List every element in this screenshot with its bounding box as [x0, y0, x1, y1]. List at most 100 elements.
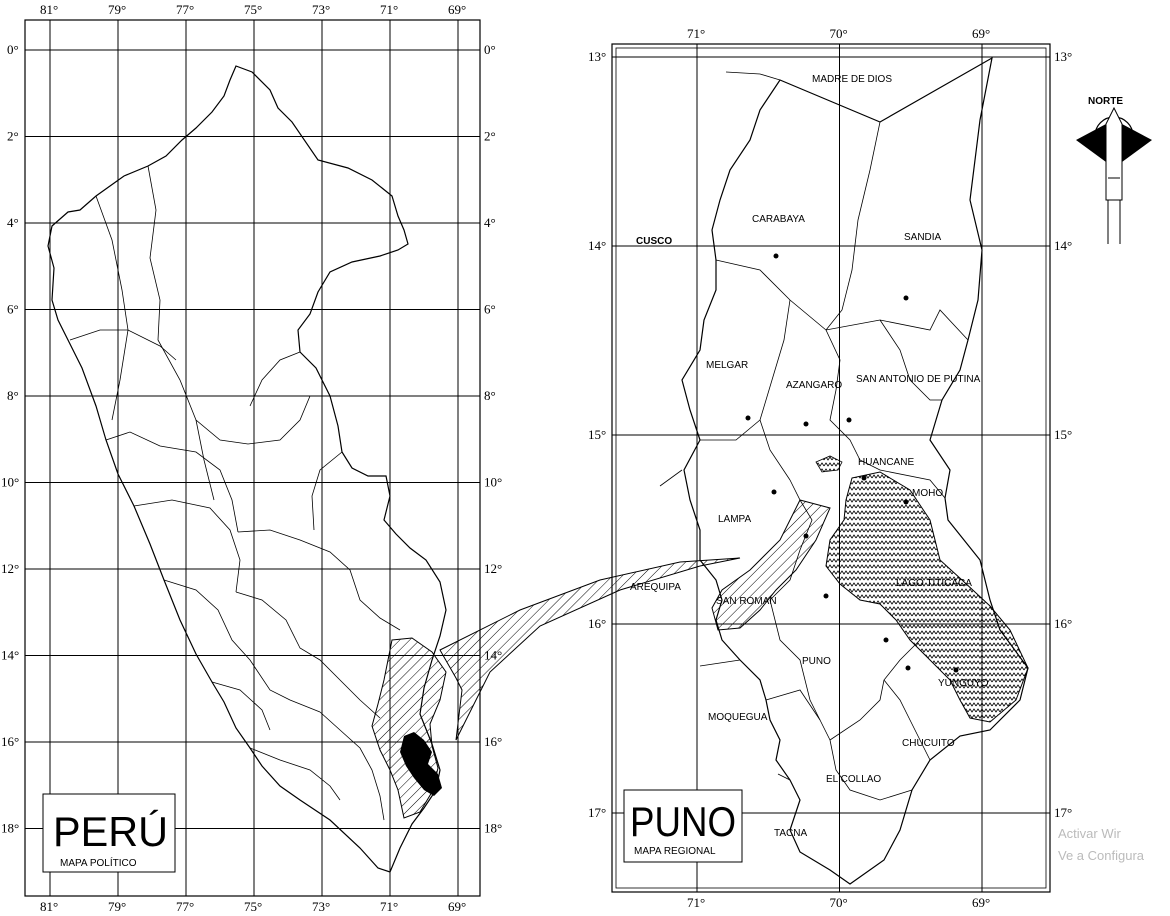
puno-neighbor-borders	[659, 71, 791, 781]
label-huancane: HUANCANE	[858, 457, 914, 468]
watermark-line-2: Ve a Configura	[1058, 848, 1145, 863]
longitude-label: 77°	[176, 2, 194, 17]
puno-capital-dots	[745, 253, 959, 673]
latitude-label: 6°	[484, 302, 496, 317]
puno-graticule	[612, 44, 1050, 892]
puno-map-inner-frame	[615, 47, 1047, 889]
peru-title: PERÚ	[53, 808, 168, 855]
latitude-label: 12°	[1, 561, 19, 576]
puno-latitude-labels-right: 13° 14° 15° 16° 17°	[1054, 49, 1072, 820]
latitude-label: 12°	[484, 561, 502, 576]
peru-map: 81° 79° 77° 75° 73° 71° 69° 81° 79° 77° 75° 73° 71°…	[1, 2, 502, 914]
north-arrow-label: NORTE	[1088, 96, 1123, 107]
longitude-label: 69°	[972, 26, 990, 41]
latitude-label: 2°	[7, 129, 19, 144]
peru-latitude-labels-left: 0°2°4°6°8°10°12°14°16°18°	[1, 42, 19, 836]
label-puno: PUNO	[802, 656, 831, 667]
longitude-label: 70°	[830, 26, 848, 41]
peru-title-box	[42, 793, 176, 873]
label-lago-titicaca: LAGO TITICACA	[896, 578, 972, 589]
latitude-label: 17°	[1054, 805, 1072, 820]
longitude-label: 77°	[176, 899, 194, 914]
label-lampa: LAMPA	[718, 514, 751, 525]
peru-country-outline	[47, 65, 447, 873]
latitude-label: 14°	[1054, 238, 1072, 253]
longitude-label: 70°	[830, 895, 848, 910]
latitude-label: 18°	[484, 821, 502, 836]
label-azangaro: AZANGARO	[786, 380, 842, 391]
longitude-label: 81°	[40, 2, 58, 17]
label-carabaya: CARABAYA	[752, 214, 805, 225]
label-san-roman: SAN ROMAN	[716, 596, 777, 607]
longitude-label: 69°	[448, 2, 466, 17]
latitude-label: 8°	[484, 388, 496, 403]
longitude-label: 71°	[380, 899, 398, 914]
peru-lake-titicaca	[400, 732, 442, 796]
latitude-label: 16°	[588, 616, 606, 631]
latitude-label: 16°	[1054, 616, 1072, 631]
puno-labels: MADRE DE DIOS CUSCO CARABAYA SANDIA MELG…	[630, 74, 989, 839]
latitude-label: 14°	[1, 648, 19, 663]
latitude-label: 15°	[588, 427, 606, 442]
puno-title: PUNO	[630, 798, 736, 845]
latitude-label: 15°	[1054, 427, 1072, 442]
longitude-label: 73°	[312, 899, 330, 914]
latitude-label: 13°	[588, 49, 606, 64]
latitude-label: 4°	[7, 215, 19, 230]
label-cusco: CUSCO	[636, 236, 672, 247]
latitude-label: 14°	[588, 238, 606, 253]
label-san-antonio-de-putina: SAN ANTONIO DE PUTINA	[856, 374, 981, 385]
label-moho: MOHO	[912, 488, 943, 499]
puno-small-lake	[815, 455, 843, 473]
watermark-line-1: Activar Wir	[1058, 826, 1122, 841]
latitude-label: 10°	[484, 475, 502, 490]
puno-map: 71°70°69° 71°70°69° 13°14°15°16°17° 13°1…	[588, 26, 1072, 910]
latitude-label: 10°	[1, 475, 19, 490]
latitude-label: 16°	[484, 734, 502, 749]
longitude-label: 75°	[244, 899, 262, 914]
puno-map-outer-frame	[611, 43, 1051, 893]
latitude-label: 4°	[484, 215, 496, 230]
north-arrow: NORTE	[1076, 96, 1152, 244]
puno-lake-titicaca	[825, 471, 1029, 723]
latitude-label: 13°	[1054, 49, 1072, 64]
longitude-label: 71°	[380, 2, 398, 17]
latitude-label: 16°	[1, 734, 19, 749]
puno-zoom-connector	[439, 557, 741, 741]
label-chucuito: CHUCUITO	[902, 738, 955, 749]
longitude-label: 75°	[244, 2, 262, 17]
puno-latitude-labels-left: 13° 14° 15° 16° 17°	[588, 49, 606, 820]
longitude-label: 71°	[687, 895, 705, 910]
label-sandia: SANDIA	[904, 232, 942, 243]
north-arrow-east-wing	[1122, 124, 1152, 162]
peru-latitude-labels-right: 0°2°4°6°8°10°12°14°16°18°	[484, 42, 502, 836]
latitude-label: 6°	[7, 302, 19, 317]
latitude-label: 18°	[1, 821, 19, 836]
puno-region-outline	[681, 56, 1029, 885]
puno-longitude-labels-bottom: 71° 70° 69°	[687, 895, 990, 910]
label-arequipa: AREQUIPA	[630, 582, 681, 593]
puno-san-roman-highlight	[711, 499, 831, 631]
label-yunguyo: YUNGUYO	[938, 678, 989, 689]
label-melgar: MELGAR	[706, 360, 748, 371]
peru-longitude-labels-bottom: 81° 79° 77° 75° 73° 71° 69°	[40, 899, 466, 914]
latitude-label: 0°	[484, 42, 496, 57]
peru-department-borders	[69, 165, 401, 821]
puno-longitude-labels-top: 71° 70° 69°	[687, 26, 990, 41]
longitude-label: 81°	[40, 899, 58, 914]
latitude-label: 8°	[7, 388, 19, 403]
longitude-label: 79°	[108, 2, 126, 17]
longitude-label: 69°	[972, 895, 990, 910]
north-arrow-west-wing	[1076, 124, 1106, 162]
longitude-label: 79°	[108, 899, 126, 914]
longitude-label: 69°	[448, 899, 466, 914]
latitude-label: 2°	[484, 129, 496, 144]
label-moquegua: MOQUEGUA	[708, 712, 768, 723]
north-arrow-needle	[1105, 106, 1123, 201]
peru-longitude-labels-top: 81°79°77°75°73°71°69°	[40, 2, 466, 17]
puno-title-box	[623, 789, 743, 863]
longitude-label: 71°	[687, 26, 705, 41]
peru-subtitle: MAPA POLÍTICO	[60, 856, 137, 869]
latitude-label: 17°	[588, 805, 606, 820]
